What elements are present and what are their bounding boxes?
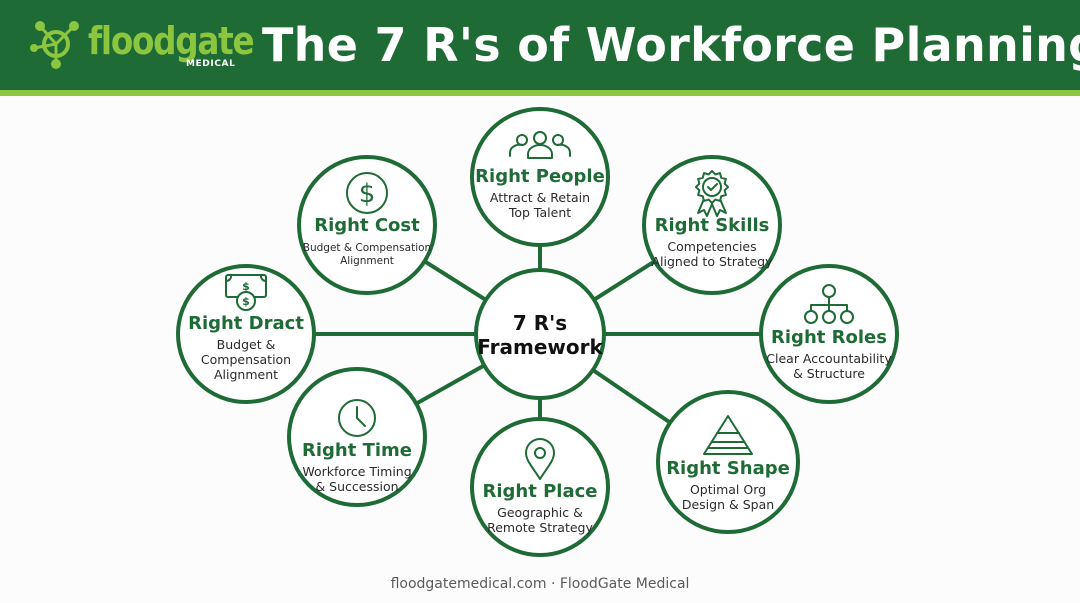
node-description-line: Alignment — [214, 367, 278, 382]
footer-credit: floodgatemedical.com · FloodGate Medical — [390, 576, 690, 592]
money-bill-icon: $$ — [225, 274, 267, 311]
node-description-line: Alignment — [340, 255, 394, 267]
header-accent-stripe — [0, 90, 1080, 96]
node-title: Right Skills — [655, 215, 770, 236]
header-bar: floodgate MEDICAL The 7 R's of Workforce… — [0, 0, 1080, 90]
node-title: Right Roles — [771, 327, 887, 348]
logo-submark: MEDICAL — [186, 59, 236, 69]
svg-text:$: $ — [359, 179, 376, 209]
node-description-line: Budget & — [217, 337, 276, 352]
node-description-line: & Succession — [315, 479, 398, 494]
hub-label: Framework — [477, 335, 603, 359]
node-circle — [297, 155, 437, 295]
award-badge-icon — [695, 170, 729, 217]
node-circle — [759, 264, 899, 404]
dollar-circle-icon: $ — [346, 172, 388, 214]
node-description-line: Clear Accountability — [766, 351, 892, 366]
node-description-line: Compensation — [201, 352, 291, 367]
node-description-line: Geographic & — [497, 505, 583, 520]
node-circle — [470, 107, 610, 247]
node-circle — [176, 264, 316, 404]
node-description-line: Optimal Org — [690, 482, 766, 497]
node-description-line: Aligned to Strategy — [651, 254, 773, 269]
hub-label: 7 R's — [513, 311, 567, 335]
node-description-line: Design & Span — [682, 497, 774, 512]
node-description-line: Attract & Retain — [490, 190, 590, 205]
floodgate-logo-icon — [30, 21, 79, 69]
node-description-line: Remote Strategy — [487, 520, 593, 535]
location-pin-icon — [525, 438, 555, 480]
node-title: Right Place — [483, 481, 598, 502]
node-description-line: Workforce Timing — [302, 464, 411, 479]
svg-text:$: $ — [242, 295, 250, 308]
node-title: Right Cost — [314, 215, 420, 236]
logo-wordmark: floodgate — [88, 19, 255, 63]
svg-text:$: $ — [242, 280, 250, 293]
node-title: Right Time — [302, 440, 412, 461]
node-circle — [656, 390, 800, 534]
node-title: Right People — [475, 166, 605, 187]
node-title: Right Dract — [188, 313, 304, 334]
node-description-line: Top Talent — [508, 205, 571, 220]
node-description-line: Budget & Compensation — [303, 242, 431, 254]
node-circle — [470, 417, 610, 557]
page-title: The 7 R's of Workforce Planning — [262, 18, 1080, 72]
floodgate-logo[interactable]: floodgate MEDICAL — [28, 16, 255, 74]
clock-icon — [338, 399, 376, 437]
node-circle — [642, 155, 782, 295]
people-group-icon — [509, 131, 571, 159]
hub-circle — [474, 268, 606, 400]
org-chart-icon — [804, 284, 854, 324]
node-description-line: Competencies — [667, 239, 756, 254]
node-description-line: & Structure — [793, 366, 865, 381]
node-title: Right Shape — [666, 458, 790, 479]
pyramid-icon — [703, 415, 753, 455]
